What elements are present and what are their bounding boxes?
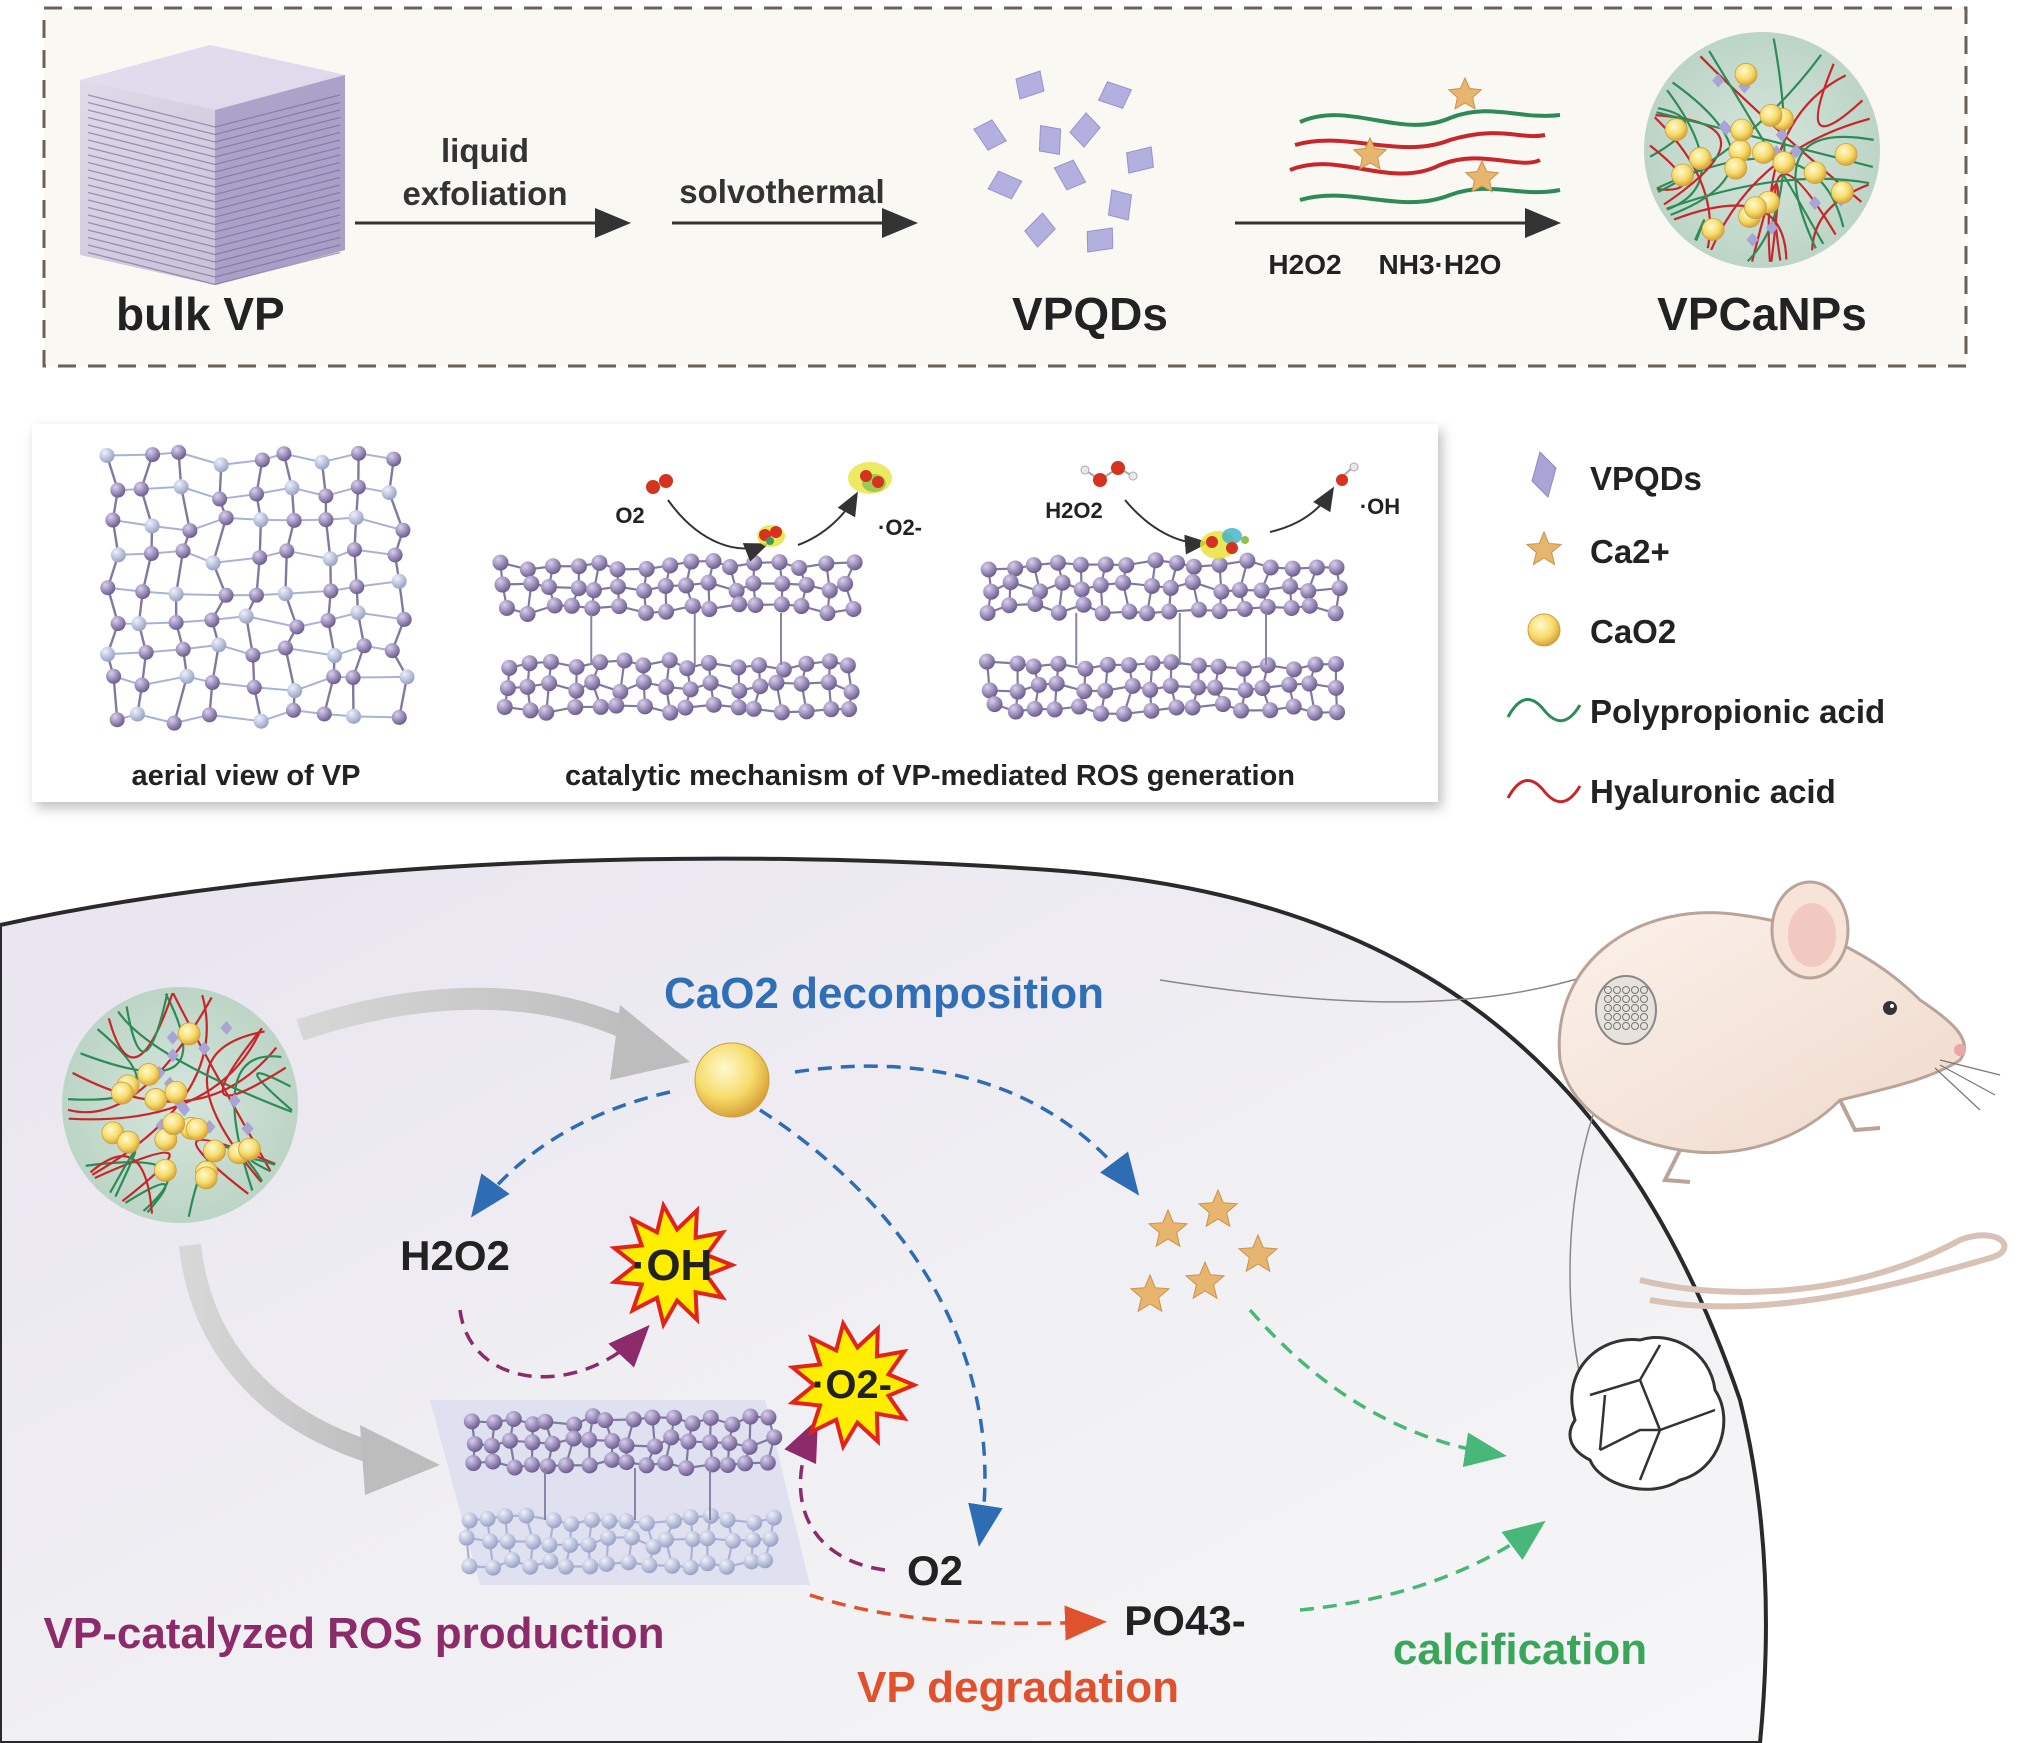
cao2-sphere-icon bbox=[694, 1042, 770, 1118]
vpcanp-particle-top bbox=[1644, 32, 1880, 268]
hydroxyl-burst-icon bbox=[609, 1200, 738, 1330]
green-wave-icon bbox=[1506, 698, 1582, 723]
vpcanp-particle-bottom bbox=[62, 987, 298, 1223]
phosphate-label: PO43- bbox=[1124, 1597, 1245, 1644]
superoxide-burst-icon bbox=[787, 1318, 920, 1452]
legend-label: VPQDs bbox=[1590, 460, 1702, 497]
superoxide-release-arrow bbox=[797, 491, 858, 546]
aerial-view-lattice bbox=[99, 444, 415, 731]
bulk-vp-label: bulk VP bbox=[116, 288, 285, 340]
gray-arrowhead-upper bbox=[610, 1005, 690, 1080]
arrow-ca-to-calcification bbox=[1248, 1308, 1507, 1468]
o2-adsorption-arrow bbox=[667, 499, 769, 562]
step1-line2: exfoliation bbox=[402, 175, 567, 212]
ros-production-label: VP-catalyzed ROS production bbox=[44, 1609, 665, 1658]
gray-arrow-to-decomposition bbox=[296, 987, 645, 1045]
hydroxyl-molecule-icon bbox=[1336, 462, 1359, 486]
legend-item-polypropionic-acid: Polypropionic acid bbox=[1506, 693, 1885, 730]
reagent-h2o2: H2O2 bbox=[1268, 249, 1341, 280]
h2o2-pathway-label: H2O2 bbox=[400, 1232, 510, 1279]
reagent-nh3: NH3·H2O bbox=[1379, 249, 1502, 280]
degradation-label: VP degradation bbox=[857, 1663, 1179, 1712]
h2o2-mechanism-label: H2O2 bbox=[1045, 498, 1102, 523]
legend-item-ca-ion: Ca2+ bbox=[1525, 530, 1670, 570]
o2-label: O2 bbox=[615, 503, 644, 528]
calcification-crystal-icon bbox=[1568, 1335, 1726, 1491]
hydroxyl-radical-label: ·OH bbox=[632, 1241, 713, 1290]
synthesis-panel: bulk VP liquid exfoliation solvothermal … bbox=[42, 6, 1968, 368]
legend: VPQDs Ca2+ CaO2 Polypropionic acid Hyalu… bbox=[1506, 451, 1885, 810]
step1-line1: liquid bbox=[441, 132, 529, 169]
arrow-to-o2 bbox=[759, 1108, 1003, 1547]
superoxide-radical-label: ·O2- bbox=[812, 1363, 892, 1407]
legend-item-vpqds: VPQDs bbox=[1531, 451, 1702, 498]
calcification-label: calcification bbox=[1393, 1625, 1647, 1674]
legend-label: Polypropionic acid bbox=[1590, 693, 1885, 730]
o2-pathway-label: O2 bbox=[907, 1547, 963, 1594]
legend-item-cao2: CaO2 bbox=[1527, 613, 1676, 650]
ca-ion-stars bbox=[1352, 76, 1500, 193]
gray-arrow-to-vp bbox=[179, 1243, 384, 1466]
mouse-tumor-icon bbox=[1595, 975, 1657, 1045]
legend-label: Ca2+ bbox=[1590, 533, 1670, 570]
h2o2-molecule-icon bbox=[1080, 461, 1138, 487]
legend-label: Hyaluronic acid bbox=[1590, 773, 1836, 810]
adsorbed-h2o2-density-icon bbox=[1200, 528, 1249, 559]
arrow-h2o2-to-oh bbox=[458, 1309, 650, 1379]
superoxide-density-icon bbox=[848, 462, 892, 494]
legend-label: CaO2 bbox=[1590, 613, 1676, 650]
decomposition-label: CaO2 decomposition bbox=[664, 969, 1104, 1018]
mouse-illustration bbox=[1557, 880, 2008, 1310]
arrow-to-h2o2 bbox=[470, 1090, 671, 1218]
adsorbed-o2-density-icon bbox=[757, 525, 785, 547]
caption-catalytic-mechanism: catalytic mechanism of VP-mediated ROS g… bbox=[565, 760, 1295, 792]
hydroxyl-release-arrow bbox=[1269, 486, 1335, 533]
step2-label: solvothermal bbox=[679, 173, 884, 210]
arrow-degradation bbox=[809, 1593, 1107, 1641]
legend-item-hyaluronic-acid: Hyaluronic acid bbox=[1506, 773, 1836, 810]
o2-molecule-icon bbox=[646, 474, 673, 494]
star-icon bbox=[1525, 530, 1563, 566]
diamond-icon bbox=[1531, 451, 1557, 498]
h2o2-adsorption-arrow bbox=[1124, 499, 1209, 555]
tumor-region bbox=[0, 856, 1768, 1743]
arrow-po4-to-calcification bbox=[1299, 1520, 1546, 1612]
superoxide-label: ·O2- bbox=[878, 515, 922, 540]
vp-bilayer-h2o2 bbox=[978, 552, 1348, 722]
vp-bilayer-o2 bbox=[492, 552, 863, 721]
polymer-strands bbox=[1289, 109, 1561, 205]
vpqds-cluster bbox=[973, 70, 1154, 253]
red-wave-icon bbox=[1506, 779, 1582, 804]
mechanism-panel: aerial view of VP O2 ·O2- bbox=[32, 424, 1438, 802]
vpqds-label: VPQDs bbox=[1012, 288, 1168, 340]
released-ca-ions bbox=[1129, 1188, 1279, 1313]
hydroxyl-label: ·OH bbox=[1360, 494, 1400, 519]
vp-bilayer-bottom bbox=[430, 1400, 810, 1585]
caption-aerial-view: aerial view of VP bbox=[132, 760, 361, 792]
circle-icon bbox=[1527, 613, 1561, 647]
bulk-vp-crystal bbox=[80, 45, 345, 286]
arrow-o2-to-superoxide bbox=[784, 1418, 886, 1572]
vpcanps-label: VPCaNPs bbox=[1657, 288, 1867, 340]
arrow-to-ca-ions bbox=[794, 1064, 1140, 1196]
gray-arrowhead-lower bbox=[360, 1425, 440, 1495]
zoom-connector-upper bbox=[1159, 974, 1591, 1003]
